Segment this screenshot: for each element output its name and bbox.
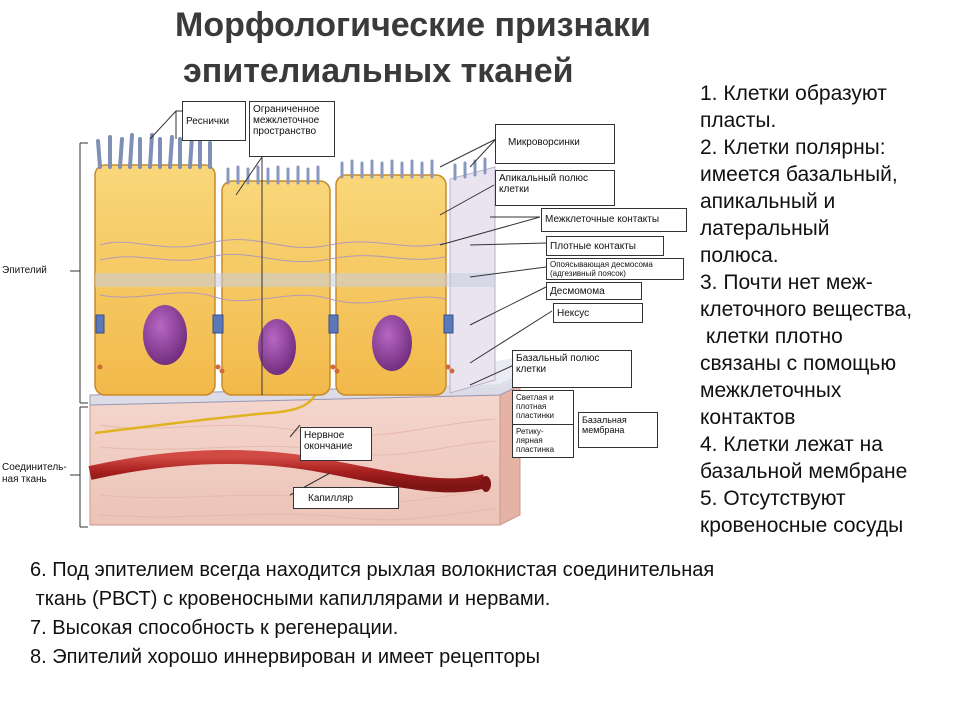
epithelium-bracket: [70, 142, 88, 404]
page-title: Морфологические признаки эпителиальных т…: [165, 2, 785, 94]
title-line-2: эпителиальных тканей: [183, 52, 574, 90]
label-capillary: Капилляр: [293, 487, 399, 509]
label-apical-pole-text: Апикальный полюс клетки: [499, 173, 589, 195]
cilia: [96, 133, 212, 169]
label-reticular-plate: Ретику-лярная пластинка: [512, 424, 574, 458]
label-connective-tissue: Соединитель-ная ткань: [2, 462, 68, 486]
label-microvilli-text: Микроворсинки: [508, 137, 580, 148]
right-line: 2. Клетки полярны:: [700, 136, 886, 159]
label-desmosome: Десмомома: [546, 282, 642, 300]
bottom-line: ткань (РВСТ) с кровеносными капиллярами …: [30, 588, 551, 610]
right-line: базальной мембране: [700, 460, 908, 483]
label-connective-tissue-text: Соединитель-ная ткань: [2, 462, 67, 485]
label-nerve-ending: Нервное окончание: [300, 427, 372, 461]
label-nerve-ending-text: Нервное окончание: [304, 430, 353, 452]
label-microvilli: Микроворсинки: [495, 124, 615, 164]
bottom-line: 6. Под эпителием всегда находится рыхлая…: [30, 559, 715, 581]
right-line: 3. Почти нет меж-: [700, 271, 873, 294]
label-basal-pole-text: Базальный полюс клетки: [516, 353, 600, 375]
epithelial-cells: [94, 164, 496, 396]
label-basal-pole: Базальный полюс клетки: [512, 350, 632, 388]
label-basal-membrane: Базальная мембрана: [578, 412, 658, 448]
label-epithelium-text: Эпителий: [2, 265, 47, 276]
label-adhesion-desmosome: Опоясывающая десмосома (адгезивный поясо…: [546, 258, 684, 280]
label-intercellular-contacts-text: Межклеточные контакты: [545, 214, 660, 225]
bottom-line: 7. Высокая способность к регенерации.: [30, 617, 399, 639]
right-line: апикальный и: [700, 190, 836, 213]
label-tight-junctions: Плотные контакты: [546, 236, 664, 256]
right-line: латеральный: [700, 217, 830, 240]
connective-bracket: [70, 406, 88, 528]
right-line: кровеносные сосуды: [700, 514, 904, 537]
right-line: 4. Клетки лежат на: [700, 433, 883, 456]
title-line-1: Морфологические признаки: [175, 6, 651, 44]
label-limited-space-text: Ограниченное межклеточное пространство: [253, 104, 320, 137]
label-reticular-plate-text: Ретику-лярная пластинка: [516, 427, 555, 454]
right-line: связаны с помощью: [700, 352, 897, 375]
right-line: полюса.: [700, 244, 779, 267]
capillary-vessel: [88, 449, 491, 493]
label-limited-space: Ограниченное межклеточное пространство: [249, 101, 335, 157]
right-line: межклеточных: [700, 379, 842, 402]
label-light-dense-plates-text: Светлая и плотная пластинки: [516, 393, 554, 420]
label-tight-junctions-text: Плотные контакты: [550, 241, 636, 252]
right-line: 5. Отсутствуют: [700, 487, 846, 510]
right-line: клеточного вещества,: [700, 298, 913, 321]
features-list-bottom: 6. Под эпителием всегда находится рыхлая…: [30, 556, 950, 672]
label-capillary-text: Капилляр: [308, 493, 354, 504]
label-epithelium: Эпителий: [2, 265, 70, 277]
microvilli: [226, 157, 487, 185]
label-light-dense-plates: Светлая и плотная пластинки: [512, 390, 574, 426]
label-nexus-text: Нексус: [557, 308, 590, 319]
label-cilia: Реснички: [182, 101, 246, 141]
label-adhesion-desmosome-text: Опоясывающая десмосома (адгезивный поясо…: [550, 260, 653, 278]
label-nexus: Нексус: [553, 303, 643, 323]
right-line: пласты.: [700, 109, 777, 132]
epithelium-diagram: [70, 110, 553, 528]
bottom-line: 8. Эпителий хорошо иннервирован и имеет …: [30, 646, 541, 668]
right-line: клетки плотно: [700, 325, 843, 348]
label-desmosome-text: Десмомома: [550, 286, 605, 297]
right-line: имеется базальный,: [700, 163, 898, 186]
label-cilia-text: Реснички: [186, 116, 230, 127]
leader-lines: [149, 110, 553, 496]
label-intercellular-contacts: Межклеточные контакты: [541, 208, 687, 232]
label-apical-pole: Апикальный полюс клетки: [495, 170, 615, 206]
right-line: контактов: [700, 406, 796, 429]
features-list-right: 1. Клетки образуют пласты. 2. Клетки пол…: [700, 80, 958, 539]
label-basal-membrane-text: Базальная мембрана: [582, 415, 627, 435]
right-line: 1. Клетки образуют: [700, 82, 887, 105]
